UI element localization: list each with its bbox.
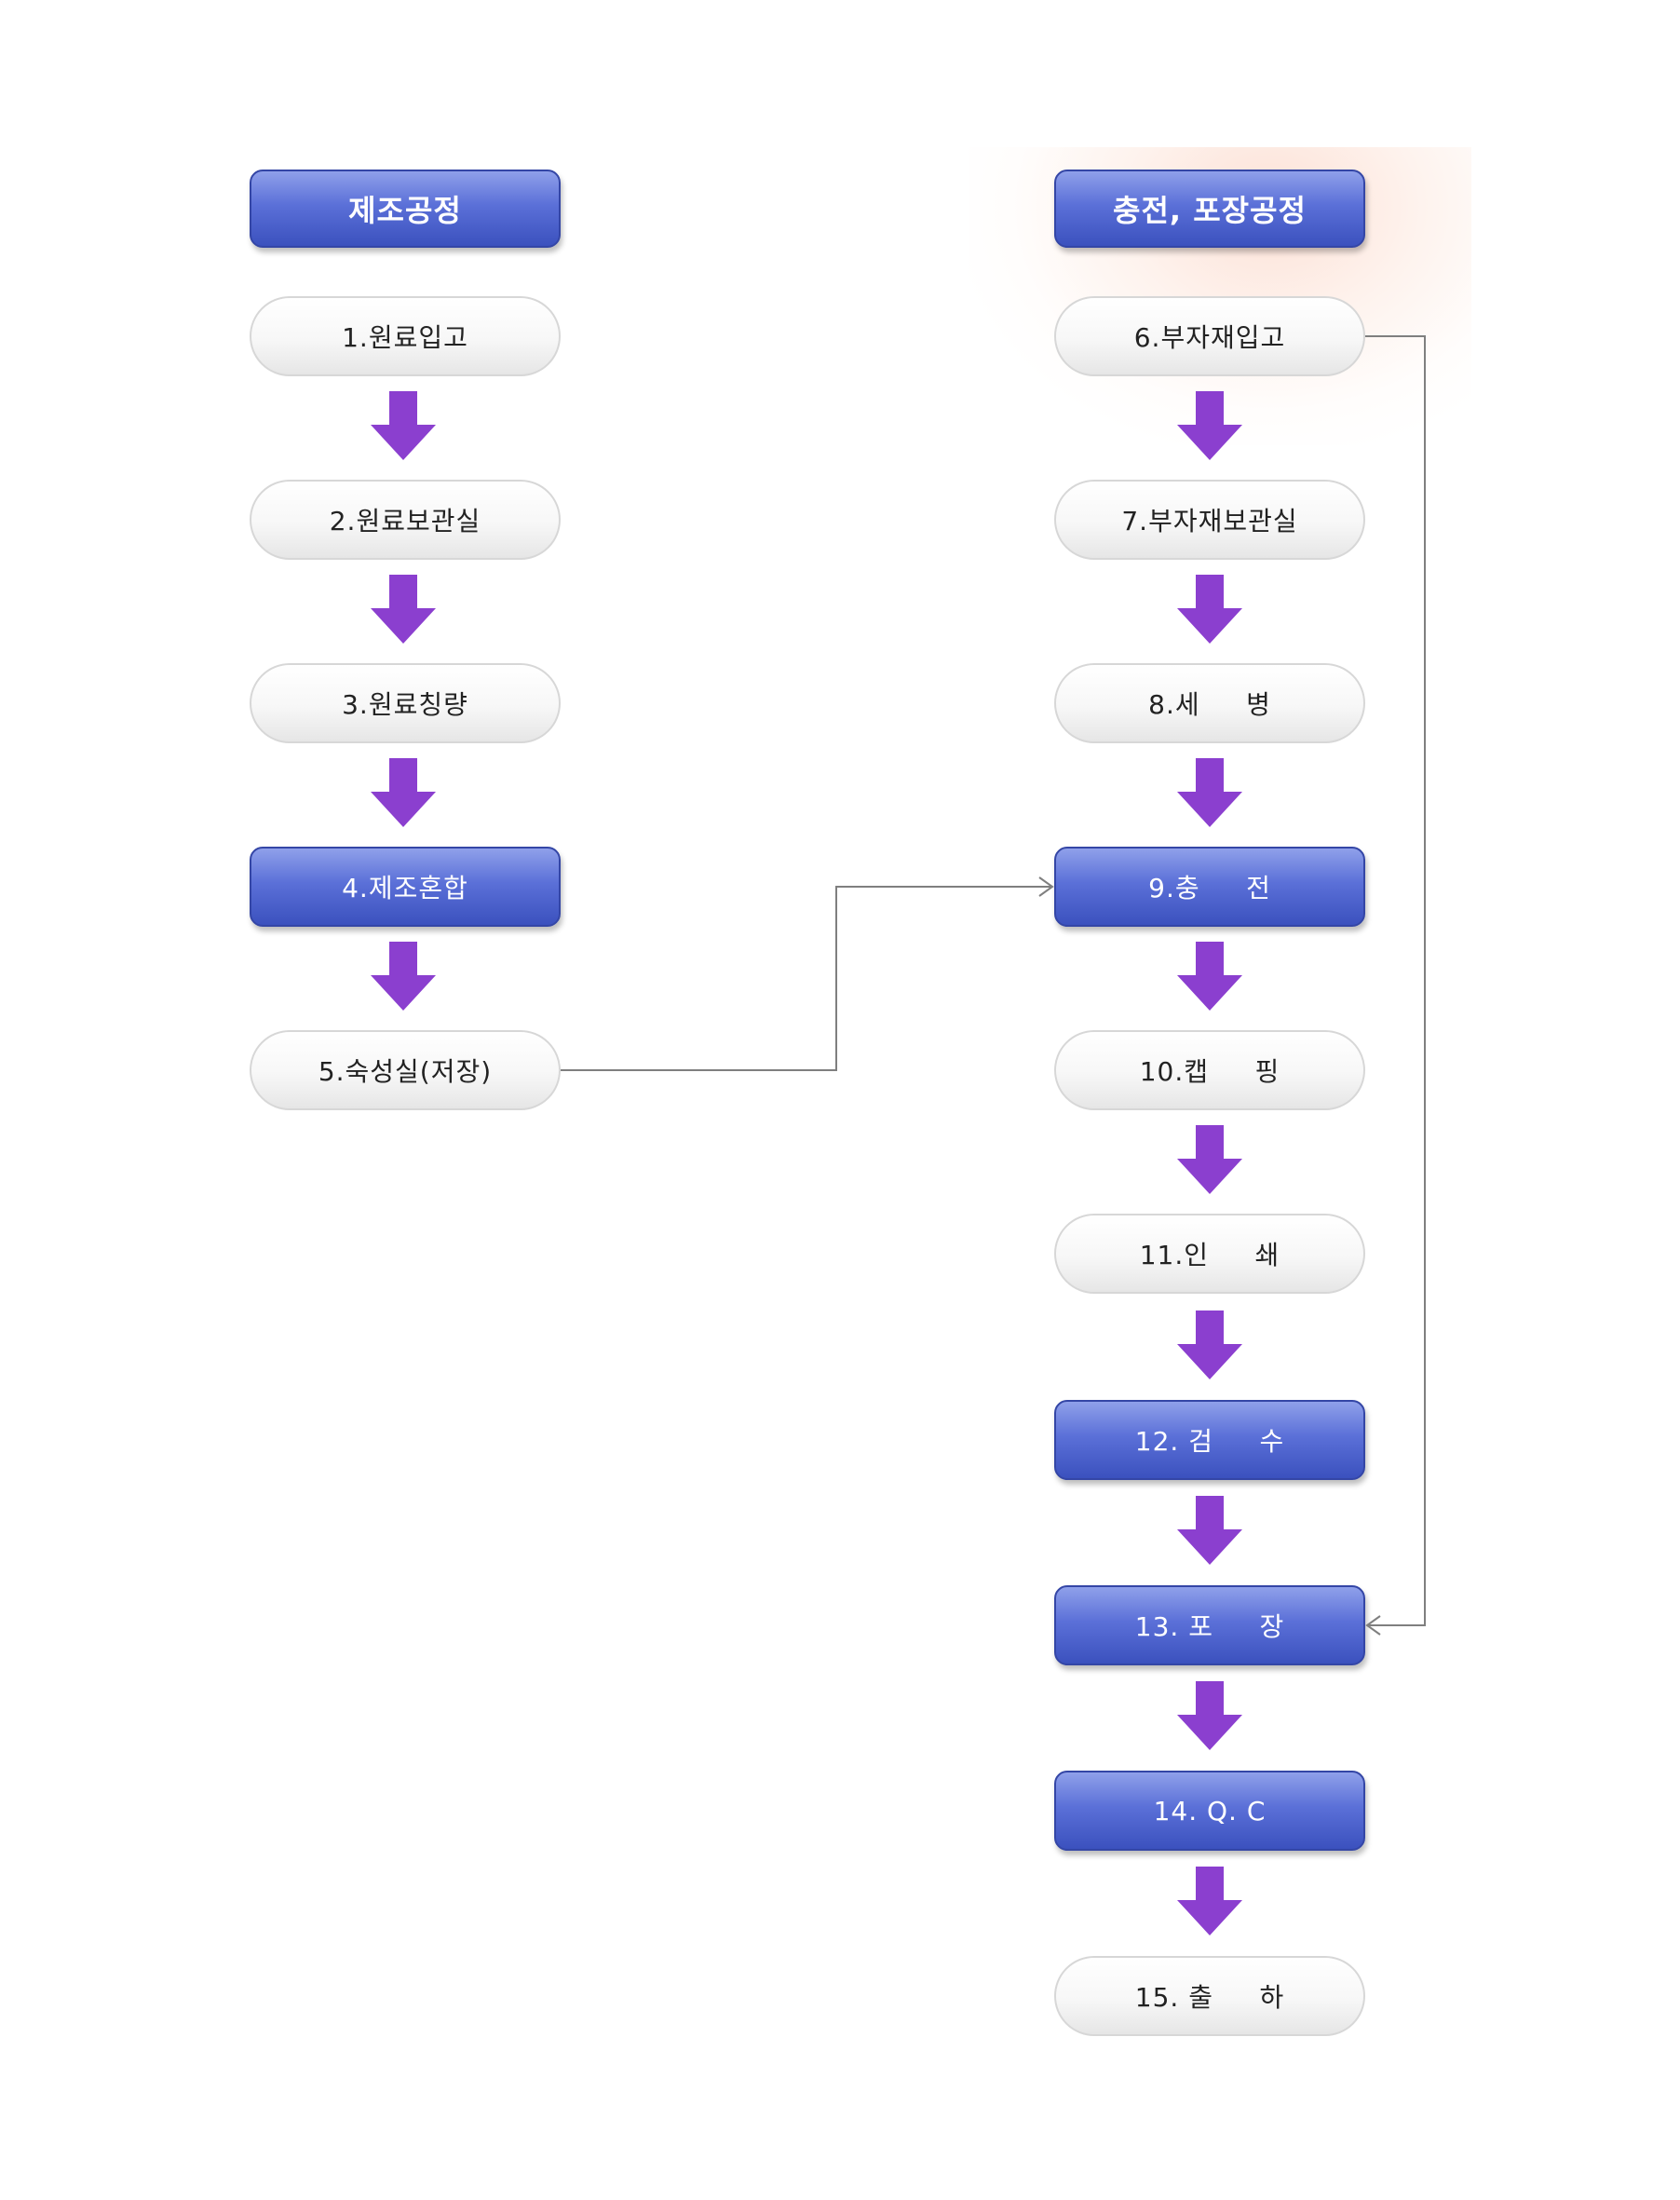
down-arrow-icon [371, 575, 436, 644]
step-9-filling: 9.충 전 [1054, 847, 1365, 927]
step-7-packaging-material-storage: 7.부자재보관실 [1054, 480, 1365, 560]
connector-step5-to-step9 [561, 886, 1052, 1071]
step-4-manufacturing-mixing: 4.제조혼합 [250, 847, 561, 927]
down-arrow-icon [371, 391, 436, 460]
down-arrow-icon [1177, 1125, 1242, 1194]
step-5-aging-room-storage: 5.숙성실(저장) [250, 1030, 561, 1110]
down-arrow-icon [1177, 575, 1242, 644]
step-13-packaging: 13. 포 장 [1054, 1585, 1365, 1665]
down-arrow-icon [1177, 758, 1242, 827]
step-1-raw-material-receiving: 1.원료입고 [250, 296, 561, 376]
down-arrow-icon [1177, 391, 1242, 460]
step-15-shipping: 15. 출 하 [1054, 1956, 1365, 2036]
header-manufacturing-process: 제조공정 [250, 170, 561, 248]
down-arrow-icon [371, 758, 436, 827]
down-arrow-icon [1177, 1310, 1242, 1379]
down-arrow-icon [1177, 1496, 1242, 1565]
step-10-capping: 10.캡 핑 [1054, 1030, 1365, 1110]
step-11-printing: 11.인 쇄 [1054, 1214, 1365, 1294]
step-6-packaging-material-receiving: 6.부자재입고 [1054, 296, 1365, 376]
connector-step6-to-step13 [1365, 335, 1426, 1626]
down-arrow-icon [1177, 1867, 1242, 1935]
down-arrow-icon [1177, 1681, 1242, 1750]
step-12-inspection: 12. 검 수 [1054, 1400, 1365, 1480]
step-14-quality-control: 14. Q. C [1054, 1771, 1365, 1851]
step-2-raw-material-storage: 2.원료보관실 [250, 480, 561, 560]
connector-arrowhead-icon [1365, 1615, 1381, 1636]
step-3-raw-material-weighing: 3.원료칭량 [250, 663, 561, 743]
header-filling-packaging-process: 충전, 포장공정 [1054, 170, 1365, 248]
step-8-bottle-washing: 8.세 병 [1054, 663, 1365, 743]
connector-arrowhead-icon [1038, 876, 1054, 897]
down-arrow-icon [371, 942, 436, 1011]
down-arrow-icon [1177, 942, 1242, 1011]
